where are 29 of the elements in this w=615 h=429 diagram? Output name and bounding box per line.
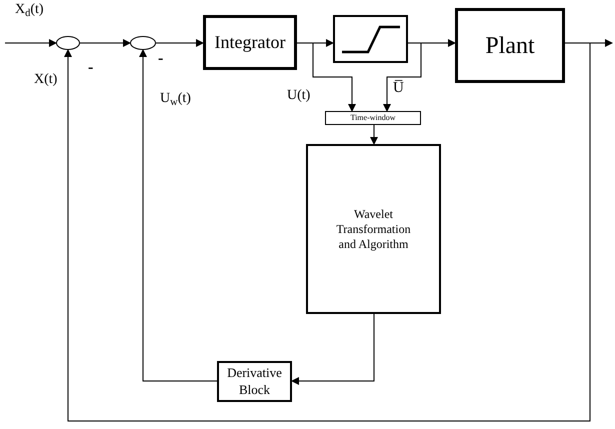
arrow: [370, 124, 378, 145]
signal-label: U̅: [393, 81, 404, 96]
process-box: [306, 144, 441, 314]
node-label: Wavelet Transformation and Algorithm: [335, 206, 412, 252]
process-box: [217, 361, 292, 402]
arrow: [80, 39, 131, 47]
signal-label: U(t): [287, 89, 310, 103]
signal-label: -: [158, 51, 164, 67]
arrow: [383, 42, 422, 112]
arrow: [291, 314, 374, 385]
arrow: [64, 42, 590, 422]
process-box: [203, 15, 297, 70]
process-box: [325, 111, 421, 125]
node-label: Time-window: [350, 113, 396, 123]
arrow: [296, 42, 356, 112]
signal-label: U$_{w}$(t): [160, 92, 191, 106]
arrow: [4, 39, 57, 47]
node-label: Derivative Block: [226, 365, 283, 398]
saturation-box: [333, 15, 408, 63]
arrow: [156, 39, 204, 47]
node-label: Integrator: [214, 31, 286, 54]
arrow: [139, 49, 218, 382]
signal-label: -: [88, 60, 94, 76]
summing-junction: [56, 36, 80, 50]
node-label: Plant: [485, 32, 535, 60]
summing-junction: [130, 36, 156, 50]
signal-label: X$_{d}$(t): [15, 3, 44, 17]
signal-label: X(t): [34, 73, 58, 87]
process-box: [455, 8, 565, 83]
